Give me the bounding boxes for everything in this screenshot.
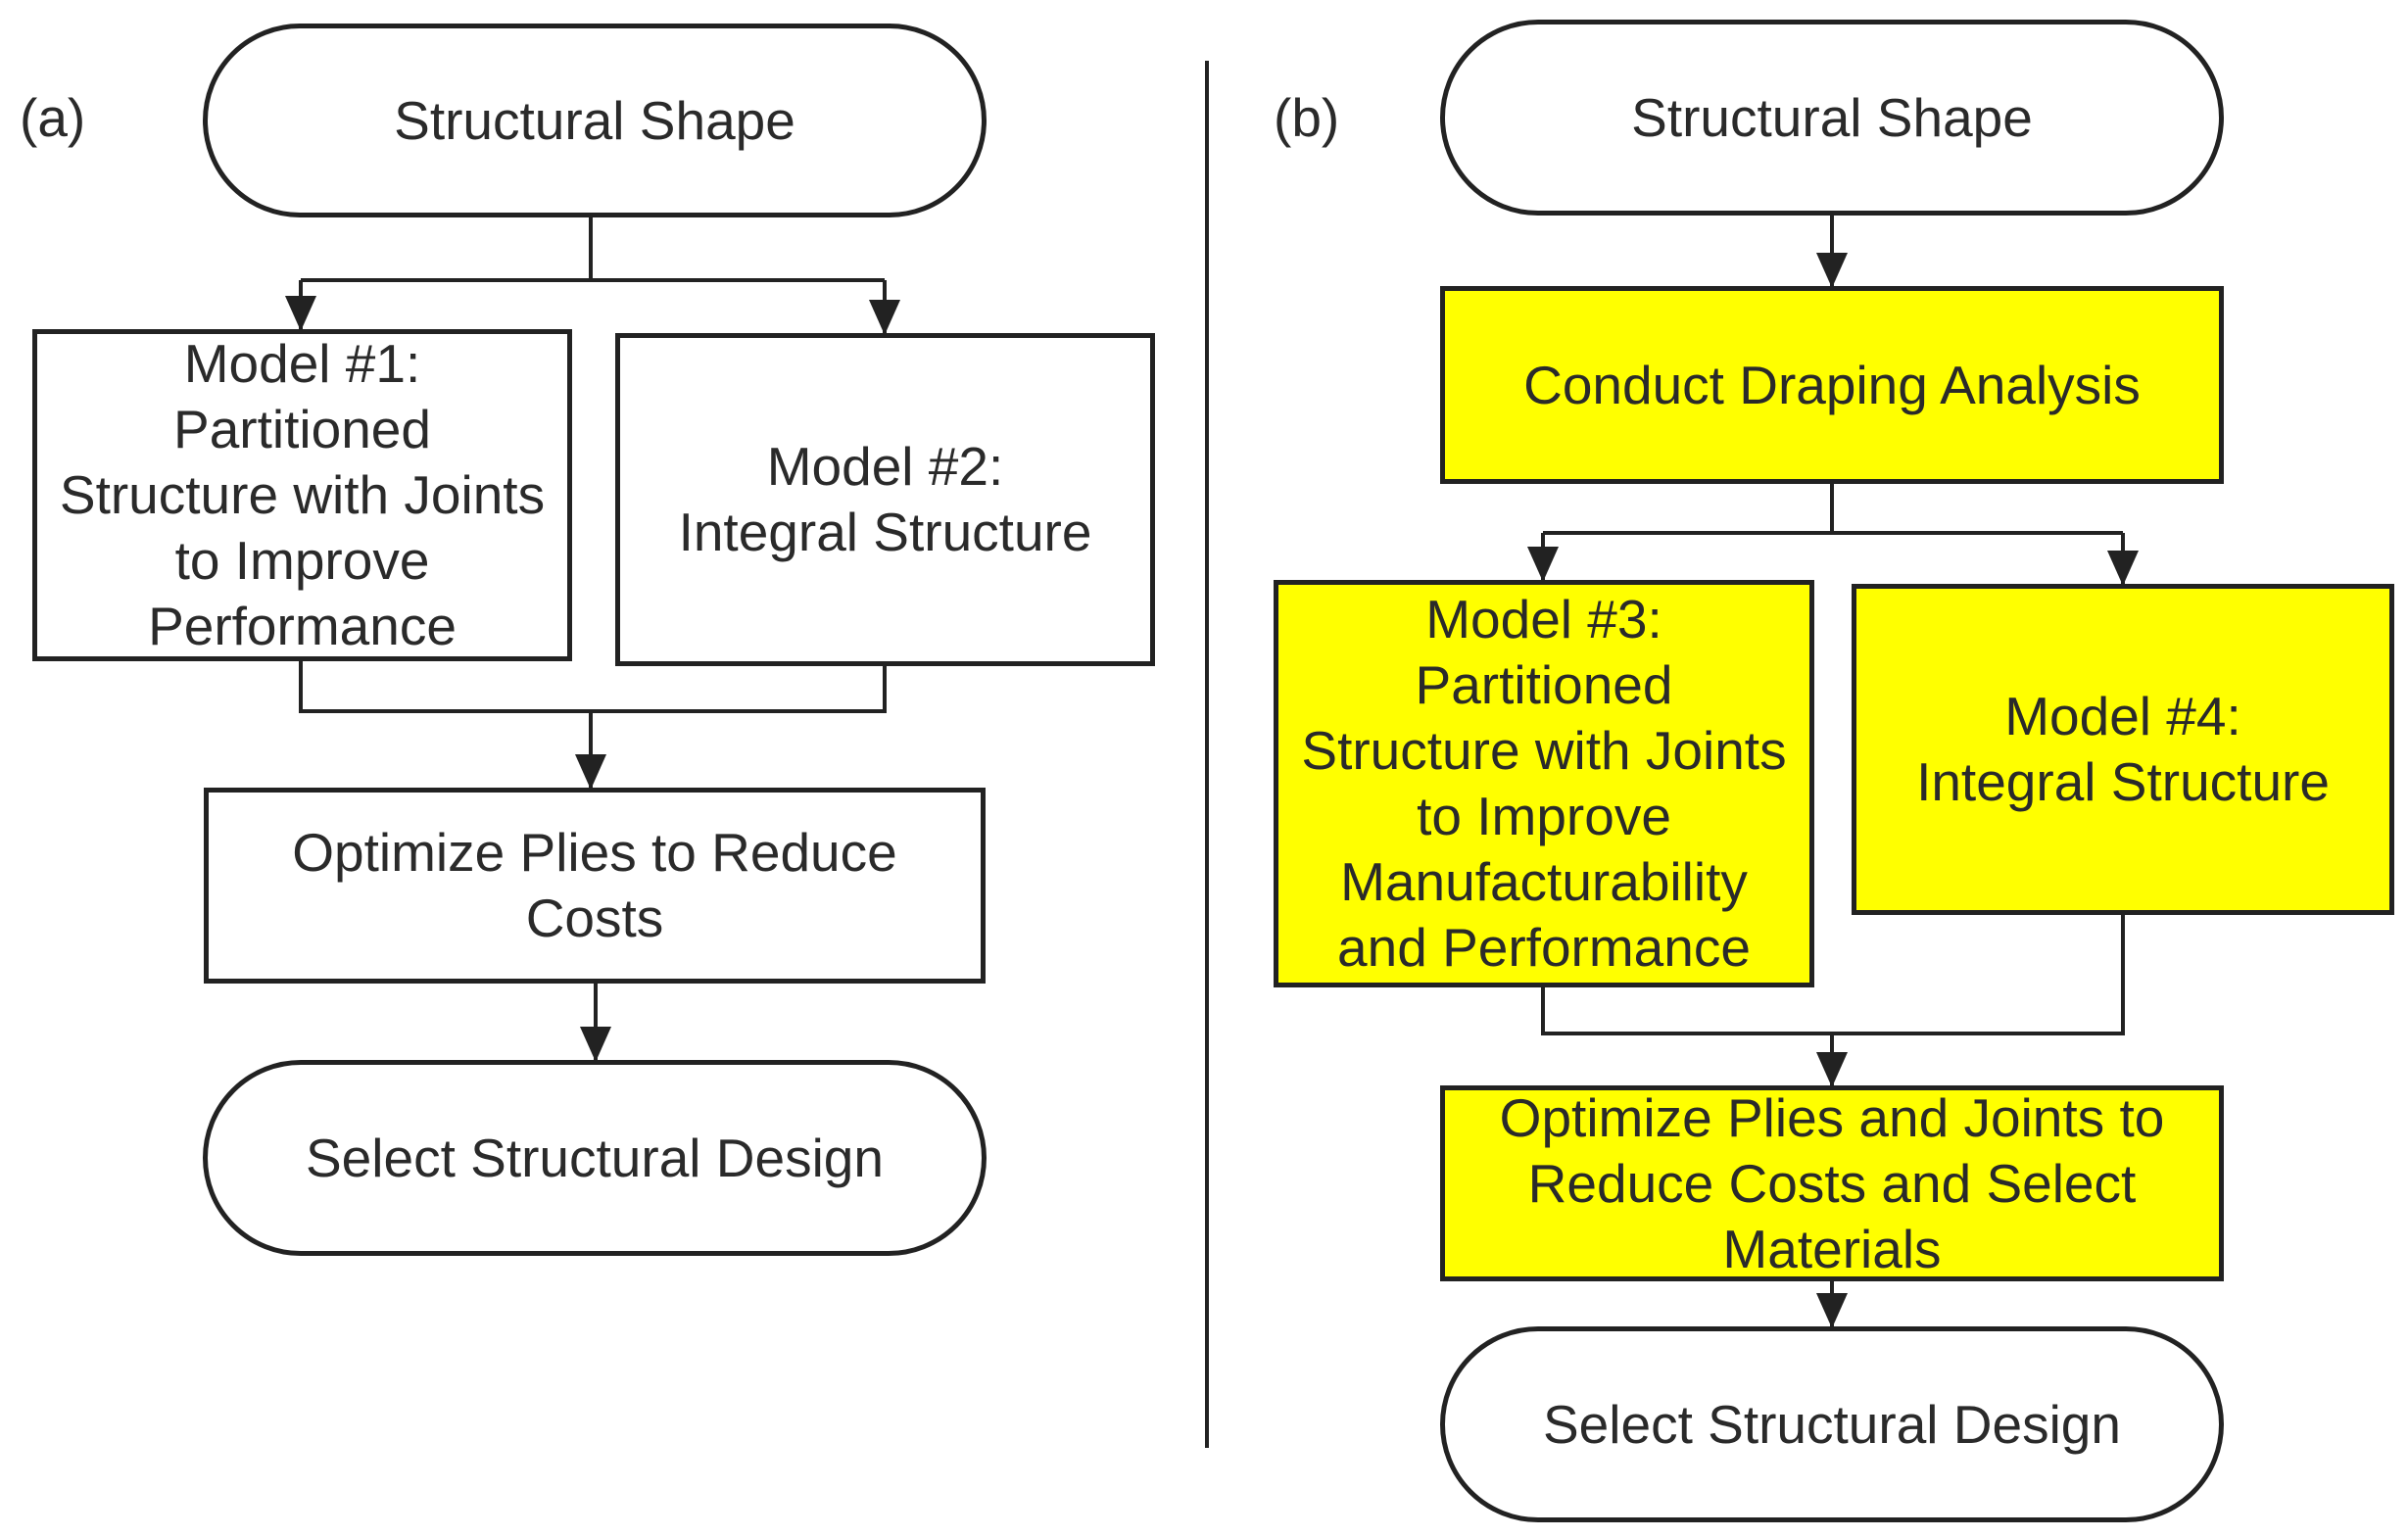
- panel-b-label: (b): [1274, 87, 1340, 148]
- start-structural-shape-a: Structural Shape: [203, 24, 987, 217]
- panel-a-label: (a): [20, 87, 86, 148]
- model-1-box: Model #1: Partitioned Structure with Joi…: [32, 329, 572, 661]
- model-3-box: Model #3: Partitioned Structure with Joi…: [1274, 580, 1814, 987]
- model-4-box: Model #4: Integral Structure: [1852, 584, 2394, 915]
- panel-divider: [1205, 61, 1209, 1448]
- draping-analysis-box: Conduct Draping Analysis: [1440, 286, 2224, 484]
- connector-models-merge-a: [299, 658, 887, 713]
- connector-draping-split: [1543, 484, 2123, 535]
- model-2-box: Model #2: Integral Structure: [615, 333, 1155, 666]
- connector-shape-split-a: [301, 216, 885, 282]
- end-select-structural-design-a: Select Structural Design: [203, 1060, 987, 1256]
- end-select-structural-design-b: Select Structural Design: [1440, 1326, 2224, 1522]
- optimize-plies-box: Optimize Plies to Reduce Costs: [204, 788, 986, 984]
- start-structural-shape-b: Structural Shape: [1440, 20, 2224, 216]
- optimize-plies-joints-box: Optimize Plies and Joints to Reduce Cost…: [1440, 1085, 2224, 1281]
